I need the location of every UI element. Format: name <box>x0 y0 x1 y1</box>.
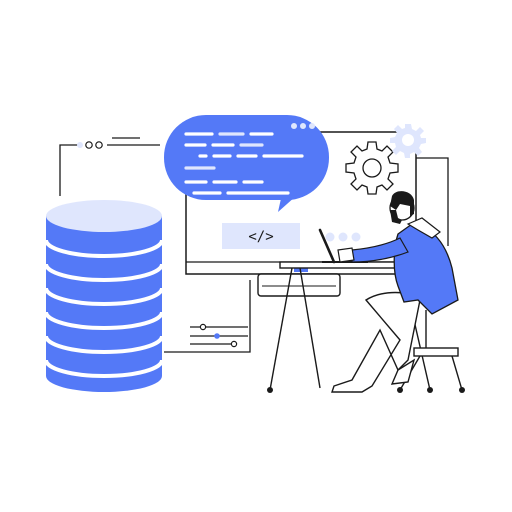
hair <box>390 191 414 216</box>
connector-dots <box>77 141 238 348</box>
gear-icon <box>345 141 399 195</box>
gear-connector <box>416 157 449 246</box>
beard <box>390 210 402 224</box>
gear-small-icon <box>390 124 426 158</box>
shoe <box>390 358 416 385</box>
chair-feet <box>397 387 465 393</box>
screen-dots <box>325 232 361 242</box>
code-lines <box>184 132 304 195</box>
code-bubble-icon <box>164 115 329 212</box>
hand <box>337 247 355 263</box>
desk-feet <box>267 387 433 393</box>
database-icon <box>44 200 164 392</box>
developer-person <box>331 191 459 393</box>
code-tag-icon: </> <box>222 223 300 249</box>
arm <box>351 237 409 263</box>
code-tag-label: </> <box>248 229 273 245</box>
